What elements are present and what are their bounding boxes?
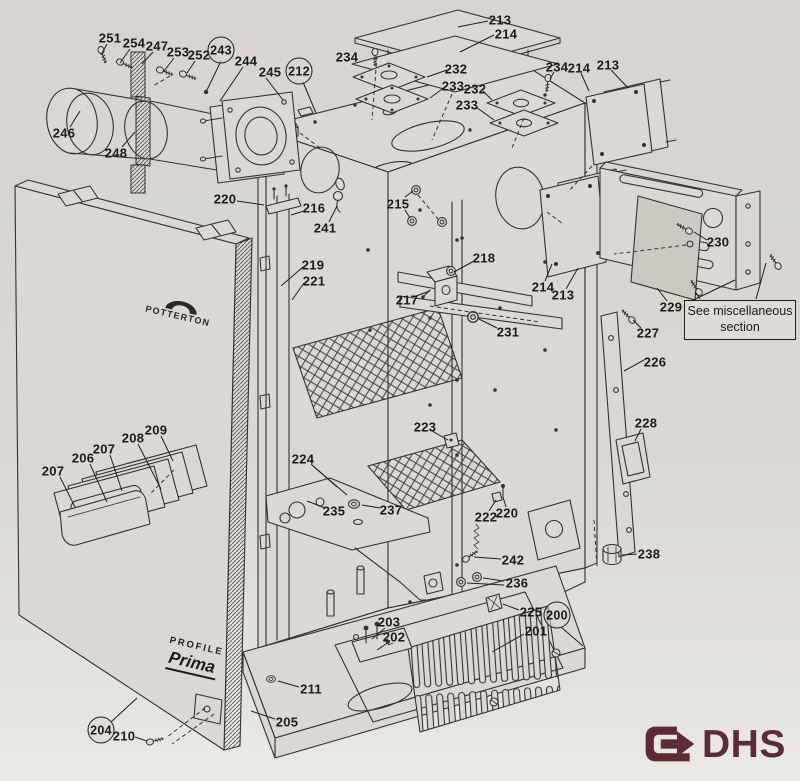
part-label-221: 221 bbox=[302, 273, 326, 289]
part-label-234: 234 bbox=[545, 59, 569, 75]
part-label-218: 218 bbox=[472, 250, 496, 266]
dashed-guides bbox=[148, 55, 687, 745]
miscellaneous-section-note: See miscellaneous section bbox=[684, 300, 796, 340]
part-label-211: 211 bbox=[300, 681, 322, 697]
cabinet-body bbox=[257, 61, 598, 649]
part-label-226: 226 bbox=[643, 354, 667, 370]
part-label-202: 202 bbox=[382, 629, 406, 645]
part-label-224: 224 bbox=[291, 451, 315, 467]
part-label-246: 246 bbox=[52, 125, 76, 141]
base-tray bbox=[242, 565, 586, 759]
part-label-235: 235 bbox=[322, 503, 346, 519]
part-label-238: 238 bbox=[637, 546, 661, 562]
part-label-222: 222 bbox=[474, 509, 498, 525]
part-label-203: 203 bbox=[377, 614, 401, 630]
part-label-254: 254 bbox=[122, 35, 146, 51]
part-label-217: 217 bbox=[395, 292, 419, 308]
part-label-213: 213 bbox=[551, 287, 575, 303]
part-label-244: 244 bbox=[234, 53, 258, 69]
part-label-210: 210 bbox=[112, 728, 136, 744]
part-label-242: 242 bbox=[501, 552, 525, 568]
part-label-207: 207 bbox=[41, 463, 65, 479]
part-label-232: 232 bbox=[463, 81, 487, 97]
part-label-220: 220 bbox=[213, 191, 237, 207]
dhs-logo: DHS bbox=[641, 722, 786, 766]
right-side-panels bbox=[539, 161, 784, 566]
note-line-1: See miscellaneous bbox=[687, 304, 793, 318]
part-label-233: 233 bbox=[455, 97, 479, 113]
part-label-227: 227 bbox=[636, 325, 660, 341]
part-label-205: 205 bbox=[275, 714, 299, 730]
part-label-207: 207 bbox=[92, 441, 116, 457]
part-label-214: 214 bbox=[494, 26, 518, 42]
note-line-2: section bbox=[720, 320, 760, 335]
potterton-logo: POTTERTON bbox=[144, 293, 213, 328]
part-label-219: 219 bbox=[301, 257, 325, 273]
part-label-232: 232 bbox=[444, 61, 468, 77]
part-label-215: 215 bbox=[386, 196, 410, 212]
part-label-245: 245 bbox=[258, 64, 282, 80]
top-panel-plates bbox=[351, 9, 677, 166]
flue-assembly bbox=[46, 45, 301, 194]
part-label-231: 231 bbox=[496, 324, 520, 340]
part-label-234: 234 bbox=[335, 49, 359, 65]
part-label-204: 204 bbox=[87, 716, 115, 744]
louvre-vent-stack bbox=[53, 444, 208, 546]
part-label-237: 237 bbox=[379, 502, 403, 518]
part-label-206: 206 bbox=[71, 450, 95, 466]
part-label-247: 247 bbox=[145, 38, 169, 54]
part-label-233: 233 bbox=[441, 78, 465, 94]
part-label-201: 201 bbox=[524, 623, 548, 639]
part-label-213: 213 bbox=[596, 57, 620, 73]
part-label-216: 216 bbox=[302, 200, 326, 216]
part-label-230: 230 bbox=[706, 234, 730, 250]
part-label-225: 225 bbox=[519, 604, 543, 620]
part-label-213: 213 bbox=[488, 12, 512, 28]
part-label-228: 228 bbox=[634, 415, 658, 431]
part-label-229: 229 bbox=[659, 299, 683, 315]
part-label-209: 209 bbox=[144, 422, 168, 438]
part-label-208: 208 bbox=[121, 430, 145, 446]
part-label-236: 236 bbox=[505, 575, 529, 591]
part-label-251: 251 bbox=[98, 30, 122, 46]
dhs-wordmark: DHS bbox=[702, 722, 786, 766]
potterton-arch-icon bbox=[165, 301, 197, 316]
part-label-243: 243 bbox=[207, 36, 235, 64]
part-label-214: 214 bbox=[531, 279, 555, 295]
leader-lines bbox=[59, 20, 767, 742]
part-label-252: 252 bbox=[187, 47, 211, 63]
part-label-200: 200 bbox=[543, 601, 571, 629]
part-label-241: 241 bbox=[313, 220, 337, 236]
dhs-arrow-icon bbox=[645, 726, 695, 762]
part-label-253: 253 bbox=[166, 44, 190, 60]
part-label-248: 248 bbox=[104, 145, 128, 161]
part-label-223: 223 bbox=[413, 419, 437, 435]
part-label-212: 212 bbox=[285, 57, 313, 85]
part-label-220: 220 bbox=[495, 505, 519, 521]
part-label-214: 214 bbox=[567, 60, 591, 76]
